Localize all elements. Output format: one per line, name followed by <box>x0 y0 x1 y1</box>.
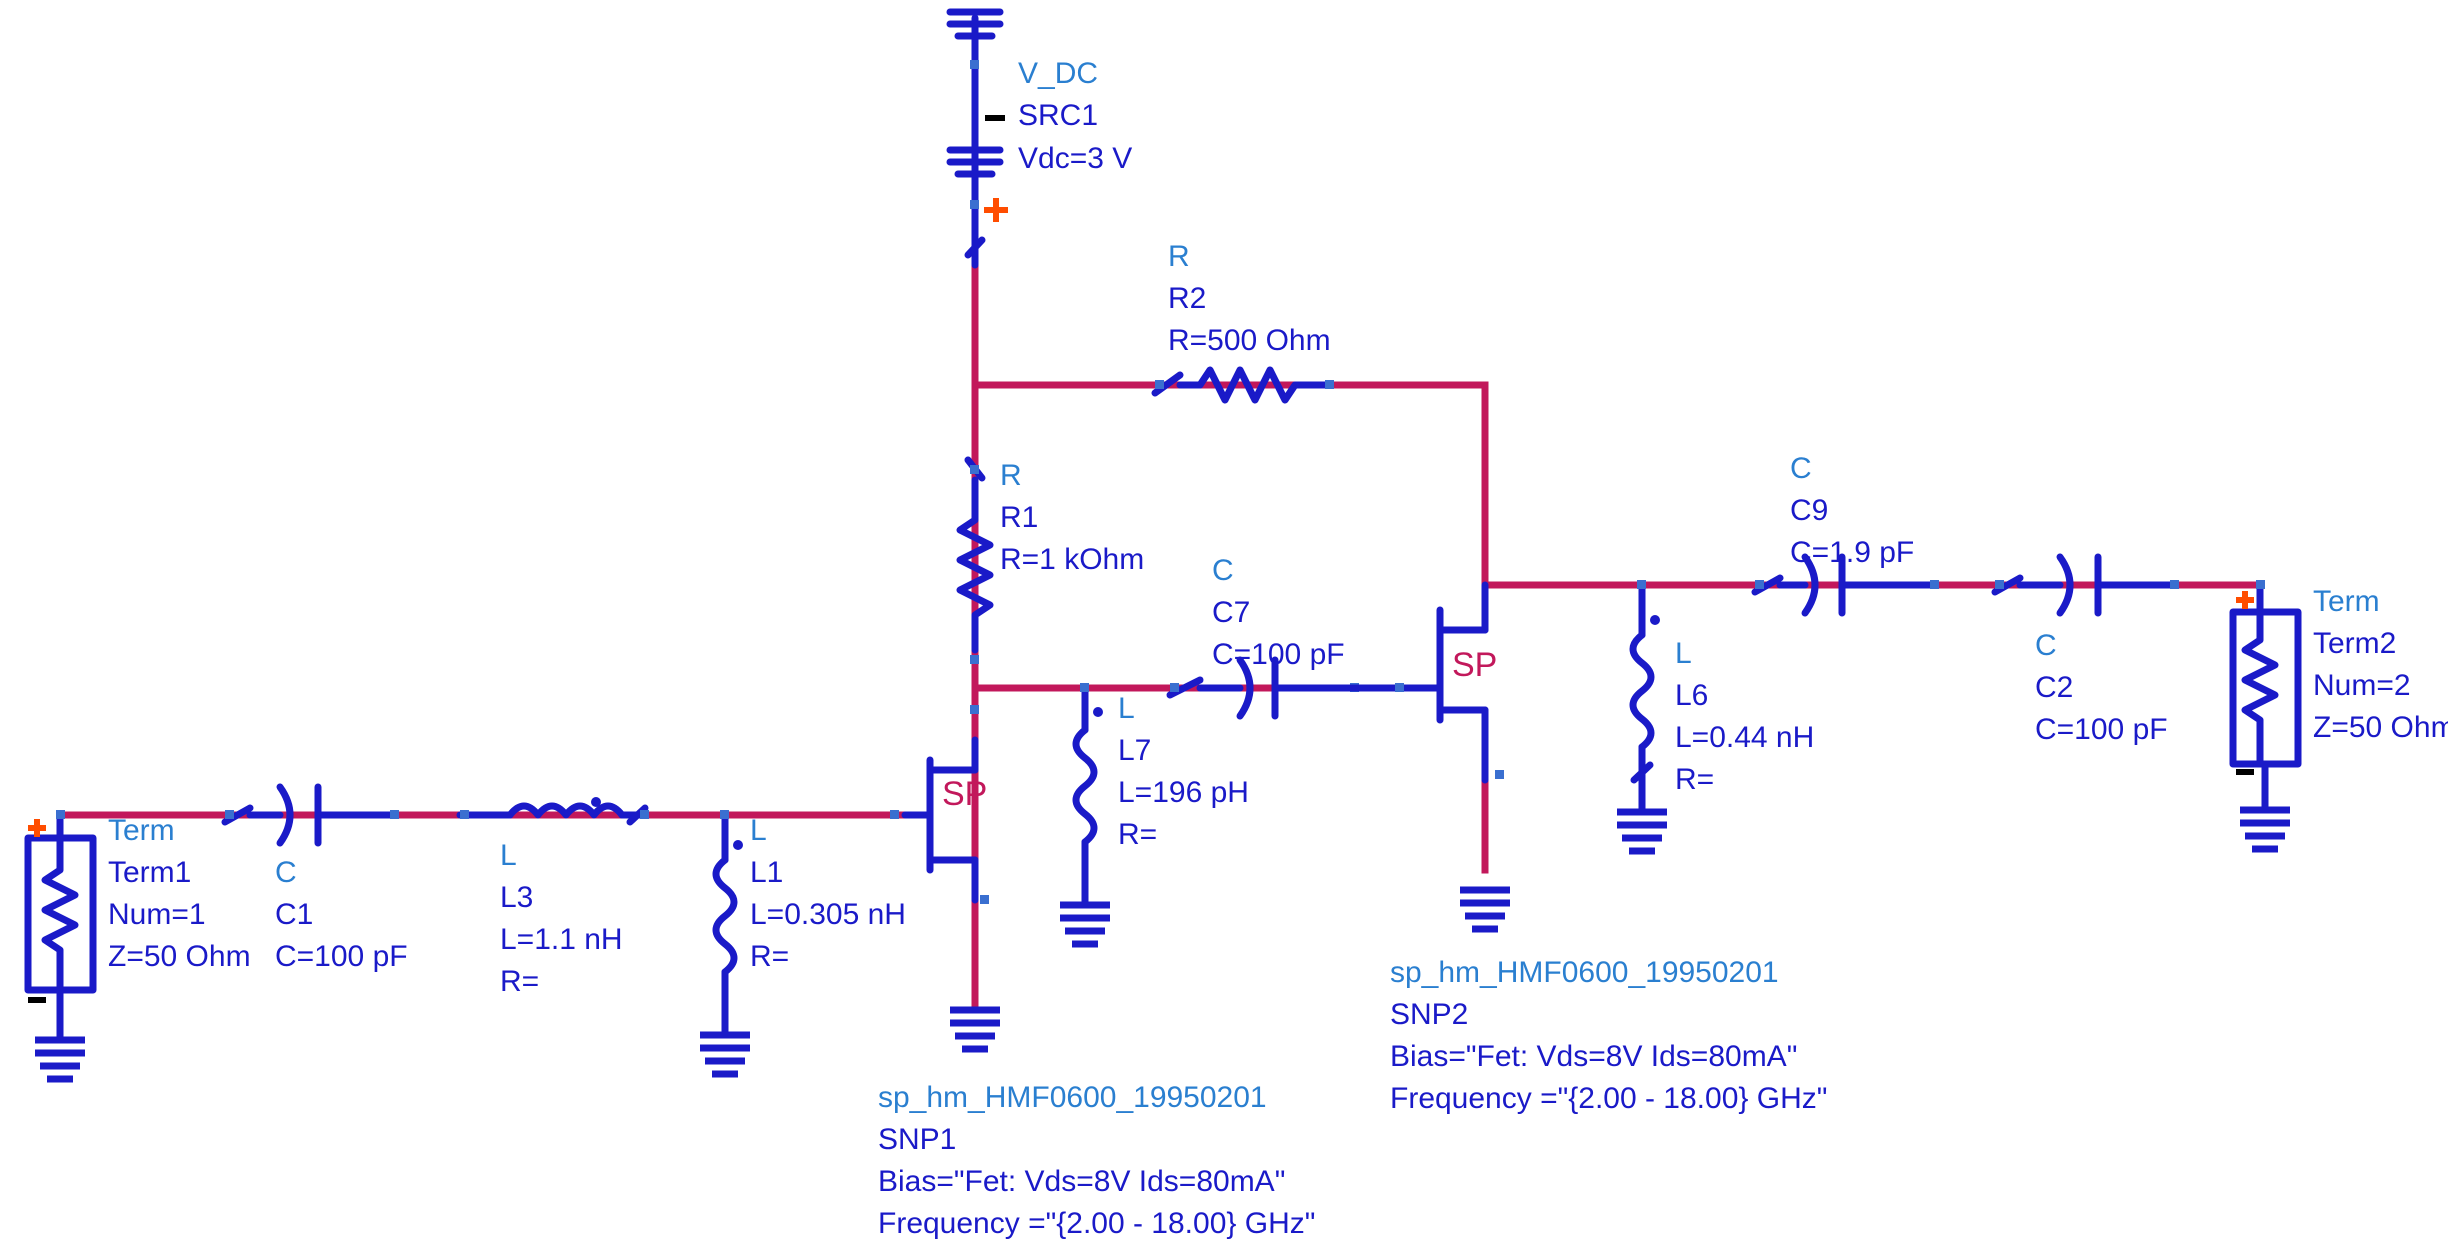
capacitor-c9[interactable] <box>1751 553 1939 617</box>
snp2-name: SNP2 <box>1390 998 1468 1031</box>
l7-name: L7 <box>1118 734 1151 767</box>
snp1-tag: SP <box>942 775 987 813</box>
term2-num: Num=2 <box>2313 669 2411 702</box>
term2-z: Z=50 Ohm <box>2313 711 2448 744</box>
fet-snp1[interactable] <box>890 705 1000 1053</box>
l3-value: L=1.1 nH <box>500 923 623 956</box>
l3-r: R= <box>500 965 539 998</box>
snp1-freq: Frequency ="{2.00 - 18.00} GHz" <box>878 1207 1315 1240</box>
capacitor-c1[interactable] <box>221 783 399 847</box>
c7-type: C <box>1212 554 1234 587</box>
c2-type: C <box>2035 629 2057 662</box>
snp1-model: sp_hm_HMF0600_19950201 <box>878 1081 1267 1114</box>
l1-type: L <box>750 814 767 847</box>
l6-value: L=0.44 nH <box>1675 721 1814 754</box>
src1-type: V_DC <box>1018 57 1098 90</box>
l7-value: L=196 pH <box>1118 776 1249 809</box>
vdc-source-src1[interactable] <box>946 8 1008 269</box>
src1-name: SRC1 <box>1018 99 1098 132</box>
fet-snp2[interactable] <box>1346 581 1510 933</box>
l7-type: L <box>1118 692 1135 725</box>
c7-value: C=100 pF <box>1212 638 1345 671</box>
c7-name: C7 <box>1212 596 1250 629</box>
snp2-freq: Frequency ="{2.00 - 18.00} GHz" <box>1390 1082 1827 1115</box>
term1-name: Term1 <box>108 856 191 889</box>
term1-num: Num=1 <box>108 898 206 931</box>
snp2-tag: SP <box>1452 646 1497 684</box>
l6-type: L <box>1675 637 1692 670</box>
resistor-r2[interactable] <box>1151 366 1334 404</box>
r2-name: R2 <box>1168 282 1206 315</box>
term2-name: Term2 <box>2313 627 2396 660</box>
l1-name: L1 <box>750 856 783 889</box>
l1-value: L=0.305 nH <box>750 898 906 931</box>
c9-name: C9 <box>1790 494 1828 527</box>
port-term1[interactable] <box>24 810 97 1083</box>
c9-value: C=1.9 pF <box>1790 536 1914 569</box>
snp2-model: sp_hm_HMF0600_19950201 <box>1390 956 1779 989</box>
snp1-name: SNP1 <box>878 1123 956 1156</box>
l3-name: L3 <box>500 881 533 914</box>
r2-value: R=500 Ohm <box>1168 324 1331 357</box>
term2-type: Term <box>2313 585 2380 618</box>
inductor-l6[interactable] <box>1617 580 1667 855</box>
resistor-r1[interactable] <box>956 456 994 664</box>
wires <box>56 261 2264 1014</box>
l6-name: L6 <box>1675 679 1708 712</box>
inductor-l1[interactable] <box>700 810 750 1078</box>
l3-type: L <box>500 839 517 872</box>
c1-value: C=100 pF <box>275 940 408 973</box>
capacitor-c2[interactable] <box>1991 553 2179 617</box>
c1-name: C1 <box>275 898 313 931</box>
l6-r: R= <box>1675 763 1714 796</box>
r1-type: R <box>1000 459 1022 492</box>
r2-type: R <box>1168 240 1190 273</box>
l7-r: R= <box>1118 818 1157 851</box>
snp1-bias: Bias="Fet: Vds=8V Ids=80mA" <box>878 1165 1285 1198</box>
snp2-bias: Bias="Fet: Vds=8V Ids=80mA" <box>1390 1040 1797 1073</box>
src1-value: Vdc=3 V <box>1018 142 1132 175</box>
c1-type: C <box>275 856 297 889</box>
term1-type: Term <box>108 814 175 847</box>
c2-name: C2 <box>2035 671 2073 704</box>
inductor-l3[interactable] <box>456 797 649 826</box>
r1-name: R1 <box>1000 501 1038 534</box>
l1-r: R= <box>750 940 789 973</box>
port-term2[interactable] <box>2229 580 2302 853</box>
inductor-l7[interactable] <box>1060 683 1110 948</box>
term1-z: Z=50 Ohm <box>108 940 251 973</box>
r1-value: R=1 kOhm <box>1000 543 1144 576</box>
c9-type: C <box>1790 452 1812 485</box>
c2-value: C=100 pF <box>2035 713 2168 746</box>
